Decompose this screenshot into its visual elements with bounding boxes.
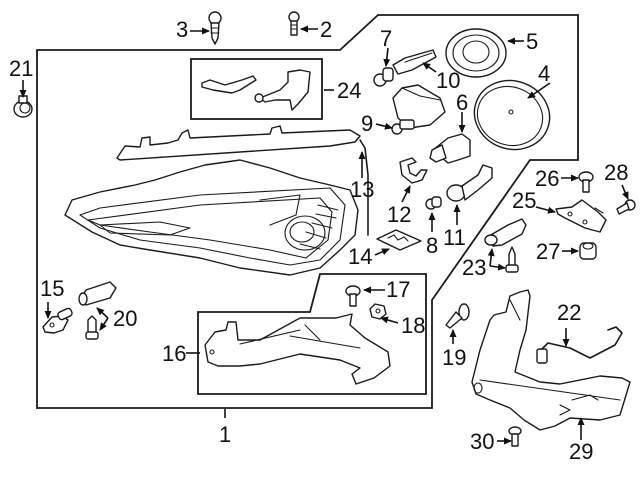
callout-14[interactable]: 14 bbox=[348, 244, 372, 269]
bulb-icon bbox=[373, 67, 394, 87]
callout-18[interactable]: 18 bbox=[401, 313, 425, 338]
callout-19[interactable]: 19 bbox=[442, 345, 466, 370]
callout-7[interactable]: 7 bbox=[380, 26, 392, 51]
callout-26[interactable]: 26 bbox=[535, 166, 559, 191]
seal-icon bbox=[116, 125, 369, 236]
callout-16[interactable]: 16 bbox=[162, 341, 186, 366]
leader-lines bbox=[19, 25, 629, 445]
socket-icon bbox=[392, 49, 437, 75]
callout-23[interactable]: 23 bbox=[462, 255, 486, 280]
sensor-icon bbox=[484, 218, 527, 273]
callout-4[interactable]: 4 bbox=[538, 61, 550, 86]
callout-24[interactable]: 24 bbox=[337, 78, 361, 103]
callout-9[interactable]: 9 bbox=[361, 111, 373, 136]
headlamp-icon bbox=[64, 159, 359, 276]
rivet-icon bbox=[445, 303, 470, 329]
nut-icon bbox=[13, 95, 33, 118]
callout-13[interactable]: 13 bbox=[350, 177, 374, 202]
nut-icon bbox=[369, 303, 387, 320]
callout-27[interactable]: 27 bbox=[536, 239, 560, 264]
adjuster-icon bbox=[42, 307, 73, 334]
callout-3[interactable]: 3 bbox=[176, 17, 188, 42]
leveling-kit-icon bbox=[201, 69, 311, 111]
bulb-icon bbox=[425, 196, 442, 210]
bulb-icon bbox=[429, 133, 471, 164]
bolt-icon bbox=[345, 285, 361, 307]
callout-15[interactable]: 15 bbox=[40, 276, 64, 301]
cap-icon bbox=[445, 28, 507, 78]
callout-1[interactable]: 1 bbox=[219, 422, 231, 447]
callout-28[interactable]: 28 bbox=[604, 160, 628, 185]
control-module-icon bbox=[391, 84, 446, 135]
callout-21[interactable]: 21 bbox=[9, 56, 33, 81]
bracket-icon bbox=[555, 199, 607, 233]
callout-11[interactable]: 11 bbox=[443, 225, 466, 250]
bolt-icon bbox=[508, 426, 522, 447]
inset-box-bracket bbox=[197, 273, 427, 395]
screw-icon bbox=[616, 199, 636, 215]
inset-box-leveling-kit bbox=[190, 58, 323, 120]
callout-12[interactable]: 12 bbox=[387, 202, 411, 227]
callout-labels: 1 2 3 4 5 6 7 8 9 10 11 12 13 14 15 16 1… bbox=[9, 17, 628, 464]
mount-panel-icon bbox=[471, 289, 631, 431]
screw-icon bbox=[208, 11, 222, 45]
label-icon bbox=[376, 229, 422, 251]
nut-icon bbox=[579, 242, 597, 260]
callout-6[interactable]: 6 bbox=[456, 90, 468, 115]
assembly-outline-frame bbox=[36, 14, 579, 409]
callout-5[interactable]: 5 bbox=[526, 29, 538, 54]
callout-10[interactable]: 10 bbox=[436, 68, 460, 93]
socket-icon bbox=[446, 164, 493, 202]
bolt-icon bbox=[578, 171, 594, 193]
adjuster-icon bbox=[78, 281, 117, 340]
callout-30[interactable]: 30 bbox=[470, 429, 494, 454]
callout-29[interactable]: 29 bbox=[569, 439, 593, 464]
callout-25[interactable]: 25 bbox=[512, 188, 536, 213]
retainer-clip-icon bbox=[399, 157, 428, 184]
callout-2[interactable]: 2 bbox=[320, 17, 332, 42]
callout-20[interactable]: 20 bbox=[113, 306, 137, 331]
callout-22[interactable]: 22 bbox=[557, 300, 581, 325]
callout-17[interactable]: 17 bbox=[386, 277, 410, 302]
screw-icon bbox=[288, 11, 300, 36]
bracket-icon bbox=[204, 313, 391, 385]
callout-8[interactable]: 8 bbox=[426, 233, 438, 258]
sensor-cable-icon bbox=[536, 326, 623, 364]
